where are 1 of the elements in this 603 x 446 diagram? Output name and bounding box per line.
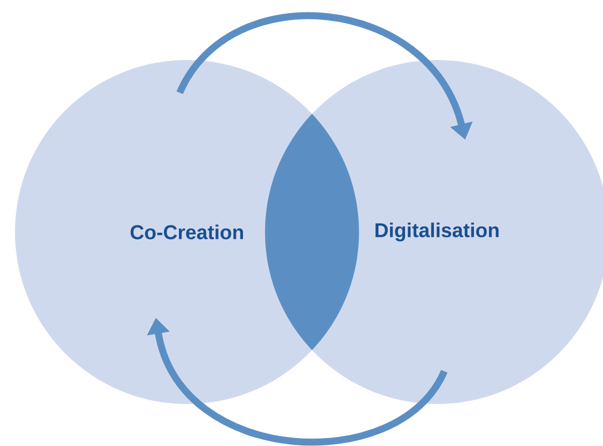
node-label: Digitalisation <box>376 222 499 242</box>
